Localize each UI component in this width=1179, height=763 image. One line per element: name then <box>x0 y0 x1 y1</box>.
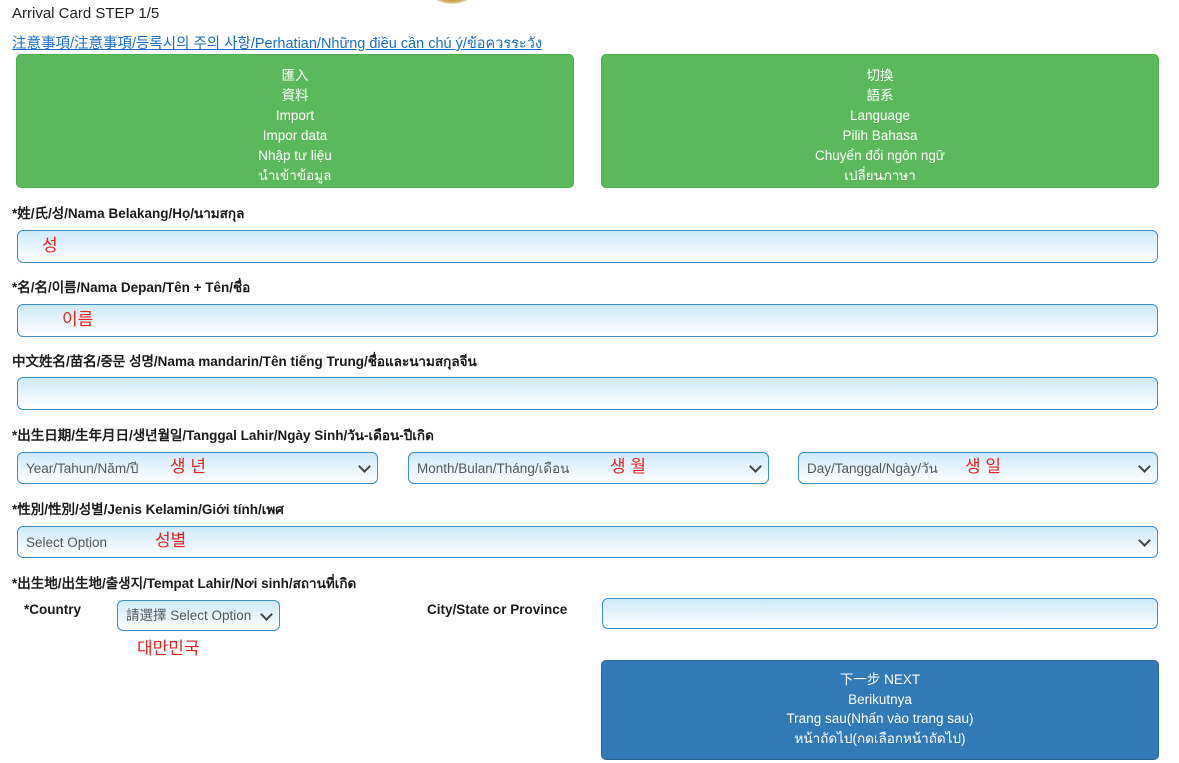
given-name-input[interactable] <box>17 304 1158 337</box>
city-state-input[interactable] <box>602 598 1158 629</box>
birth-month-select[interactable]: Month/Bulan/Tháng/เดือน <box>408 452 769 484</box>
import-line-5: Nhập tư liệu <box>258 148 332 163</box>
language-line-4: Pilih Bahasa <box>842 128 918 143</box>
next-line-2: Berikutnya <box>848 691 912 707</box>
language-line-3: Language <box>849 108 911 123</box>
chinese-name-input[interactable] <box>17 377 1158 410</box>
language-line-6: เปลี่ยนภาษา <box>844 168 916 183</box>
import-data-button[interactable]: 匯入 資料 Import Impor data Nhập tư liệu นำเ… <box>16 54 574 188</box>
birth-year-wrap: Year/Tahun/Năm/ปี <box>17 452 378 484</box>
country-label: *Country <box>24 602 81 617</box>
next-step-button[interactable]: 下一步 NEXT Berikutnya Trang sau(Nhấn vào t… <box>601 660 1159 760</box>
given-name-label: *名/名/이름/Nama Depan/Tên + Tên/ชื่อ <box>12 280 251 295</box>
import-line-2: 資料 <box>281 88 309 103</box>
import-line-6: นำเข้าข้อมูล <box>258 168 332 183</box>
next-line-3: Trang sau(Nhấn vào trang sau) <box>786 711 974 726</box>
next-line-4: หน้าถัดไป(กดเลือกหน้าถัดไป) <box>794 730 966 746</box>
country-annotation: 대만민국 <box>137 639 200 658</box>
surname-input[interactable] <box>17 230 1158 263</box>
birth-day-wrap: Day/Tanggal/Ngày/วัน <box>798 452 1158 484</box>
site-logo-icon <box>419 0 485 4</box>
language-line-1: 切換 <box>866 68 894 83</box>
birth-day-select[interactable]: Day/Tanggal/Ngày/วัน <box>798 452 1158 484</box>
country-select[interactable]: 請選擇 Select Option <box>117 600 280 631</box>
gender-select[interactable]: Select Option <box>17 526 1158 558</box>
gender-label: *性別/性別/성별/Jenis Kelamin/Giới tính/เพศ <box>12 502 284 517</box>
page-title: Arrival Card STEP 1/5 <box>12 5 160 22</box>
switch-language-button[interactable]: 切換 語系 Language Pilih Bahasa Chuyển đổi n… <box>601 54 1159 188</box>
language-line-5: Chuyển đổi ngôn ngữ <box>815 148 945 163</box>
surname-label: *姓/氏/성/Nama Belakang/Họ/นามสกุล <box>12 206 245 221</box>
gender-wrap: Select Option <box>17 526 1158 558</box>
city-state-label: City/State or Province <box>427 602 568 617</box>
next-line-1: 下一步 NEXT <box>839 672 921 687</box>
birth-place-label: *出生地/出生地/출생지/Tempat Lahir/Nơi sinh/สถานท… <box>12 576 357 591</box>
chinese-name-label: 中文姓名/苗名/중문 성명/Nama mandarin/Tên tiếng Tr… <box>12 354 477 369</box>
birth-month-wrap: Month/Bulan/Tháng/เดือน <box>408 452 769 484</box>
birth-year-select[interactable]: Year/Tahun/Năm/ปี <box>17 452 378 484</box>
import-line-1: 匯入 <box>281 68 309 83</box>
import-line-3: Import <box>275 108 315 123</box>
notice-link[interactable]: 注意事項/注意事項/등록시의 주의 사항/Perhatian/Những điề… <box>12 36 542 52</box>
birth-date-label: *出生日期/生年月日/생년월일/Tanggal Lahir/Ngày Sinh/… <box>12 428 434 443</box>
import-line-4: Impor data <box>262 128 328 143</box>
language-line-2: 語系 <box>866 88 894 103</box>
country-wrap: 請選擇 Select Option <box>117 600 280 631</box>
